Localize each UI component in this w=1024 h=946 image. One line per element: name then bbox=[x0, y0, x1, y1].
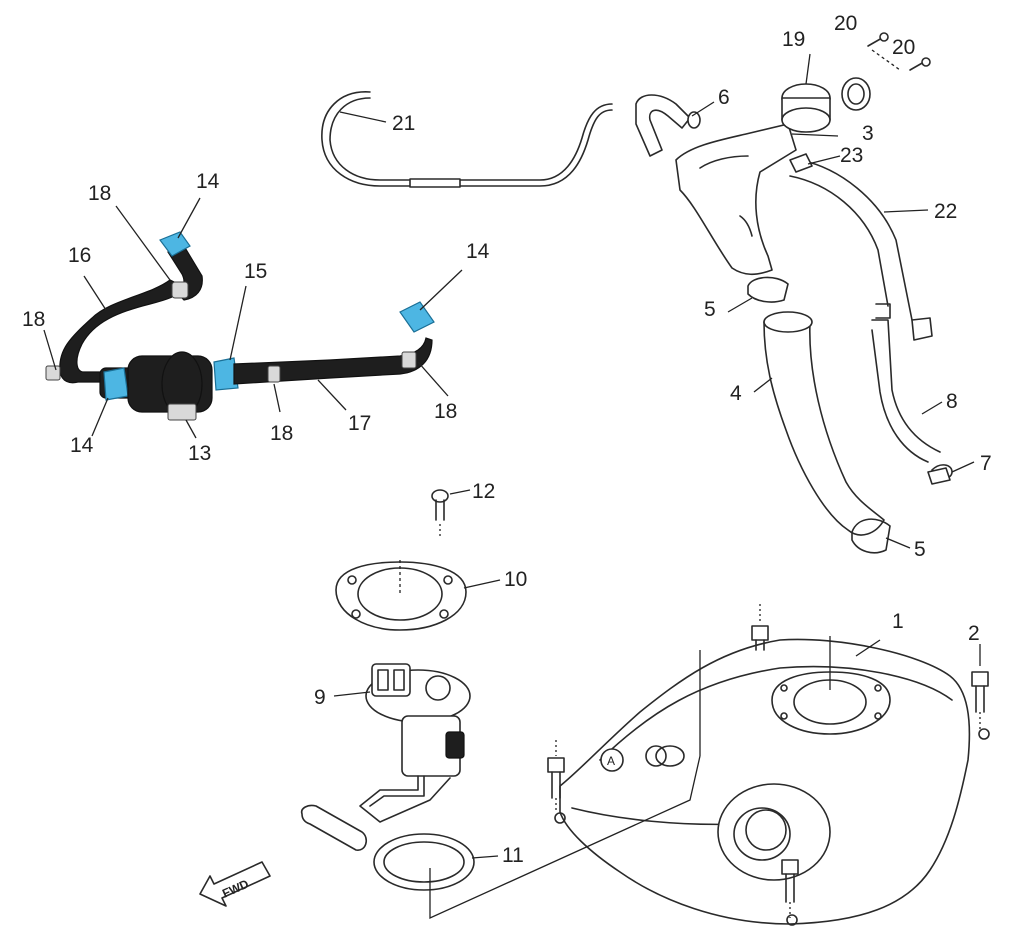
fuel-filter-hose-assembly bbox=[45, 231, 435, 421]
callout-10: 10 bbox=[504, 568, 527, 591]
clamp-18-right bbox=[401, 351, 417, 369]
hose-4 bbox=[763, 312, 885, 536]
clamp-5-upper bbox=[747, 276, 789, 303]
callout-5-lower: 5 bbox=[914, 538, 926, 561]
hose-22 bbox=[789, 159, 913, 321]
clamp-14-right bbox=[399, 301, 435, 333]
callout-4: 4 bbox=[730, 382, 742, 405]
fuel-pump-group bbox=[300, 489, 475, 891]
callout-14-left: 14 bbox=[70, 434, 94, 457]
callout-18-mid: 18 bbox=[270, 422, 293, 445]
gasket-10 bbox=[335, 560, 467, 631]
fwd-arrow: FWD bbox=[199, 861, 271, 907]
clamp-18-left bbox=[45, 365, 61, 381]
bolt-right bbox=[971, 671, 989, 730]
clamp-14-left bbox=[103, 367, 129, 401]
fuel-tank-1 bbox=[554, 638, 990, 926]
callout-22: 22 bbox=[934, 200, 957, 223]
clamp-18-upper bbox=[171, 281, 189, 299]
filler-neck-3 bbox=[675, 123, 797, 276]
seal-ring-11 bbox=[373, 833, 475, 891]
clamp-15 bbox=[213, 357, 239, 391]
fuel-pump-9 bbox=[300, 663, 471, 851]
callout-13: 13 bbox=[188, 442, 211, 465]
reference-a-marker: A bbox=[600, 748, 624, 772]
leader-lines bbox=[43, 53, 981, 859]
bolt-bottom bbox=[781, 859, 799, 918]
callout-1: 1 bbox=[892, 610, 904, 633]
clip-23 bbox=[789, 153, 813, 173]
breather-hose-21 bbox=[321, 91, 613, 188]
guide-line-pump bbox=[429, 650, 701, 920]
callout-14-top: 14 bbox=[196, 170, 220, 193]
callout-23: 23 bbox=[840, 144, 863, 167]
callout-19: 19 bbox=[782, 28, 805, 51]
callout-5-upper: 5 bbox=[704, 298, 716, 321]
filler-neck-assembly bbox=[635, 32, 953, 554]
callout-18-right: 18 bbox=[434, 400, 457, 423]
clip-7 bbox=[927, 467, 951, 485]
screw-12 bbox=[431, 489, 449, 538]
bolt-left bbox=[547, 740, 565, 812]
callout-14-right: 14 bbox=[466, 240, 490, 263]
bolt-top bbox=[751, 604, 769, 651]
callout-2: 2 bbox=[968, 622, 980, 645]
clamp-5-lower bbox=[851, 518, 891, 554]
callout-9: 9 bbox=[314, 686, 326, 709]
clamp-18-mid bbox=[267, 365, 281, 383]
hose-16-riser bbox=[167, 245, 203, 301]
callout-18-top: 18 bbox=[88, 182, 111, 205]
callout-15: 15 bbox=[244, 260, 267, 283]
filler-cap-19 bbox=[781, 77, 871, 133]
screws-20 bbox=[867, 32, 931, 71]
fuel-filter-13-bracket bbox=[167, 403, 197, 421]
hose-8 bbox=[871, 319, 941, 463]
clamp-14-top bbox=[159, 231, 191, 257]
callout-20-a: 20 bbox=[834, 12, 857, 35]
callout-18-left: 18 bbox=[22, 308, 45, 331]
callout-7: 7 bbox=[980, 452, 992, 475]
hose-6 bbox=[635, 94, 691, 157]
callout-17: 17 bbox=[348, 412, 371, 435]
callout-12: 12 bbox=[472, 480, 495, 503]
callout-16: 16 bbox=[68, 244, 91, 267]
callout-3: 3 bbox=[862, 122, 874, 145]
bolts-2 bbox=[547, 604, 989, 918]
reference-a-label: A bbox=[607, 754, 615, 768]
callout-21: 21 bbox=[392, 112, 415, 135]
callout-20-b: 20 bbox=[892, 36, 915, 59]
callout-labels: 1 2 3 4 5 5 6 7 8 9 10 11 12 13 14 14 14… bbox=[22, 12, 992, 867]
callout-6: 6 bbox=[718, 86, 730, 109]
callout-11: 11 bbox=[502, 844, 524, 867]
callout-8: 8 bbox=[946, 390, 958, 413]
